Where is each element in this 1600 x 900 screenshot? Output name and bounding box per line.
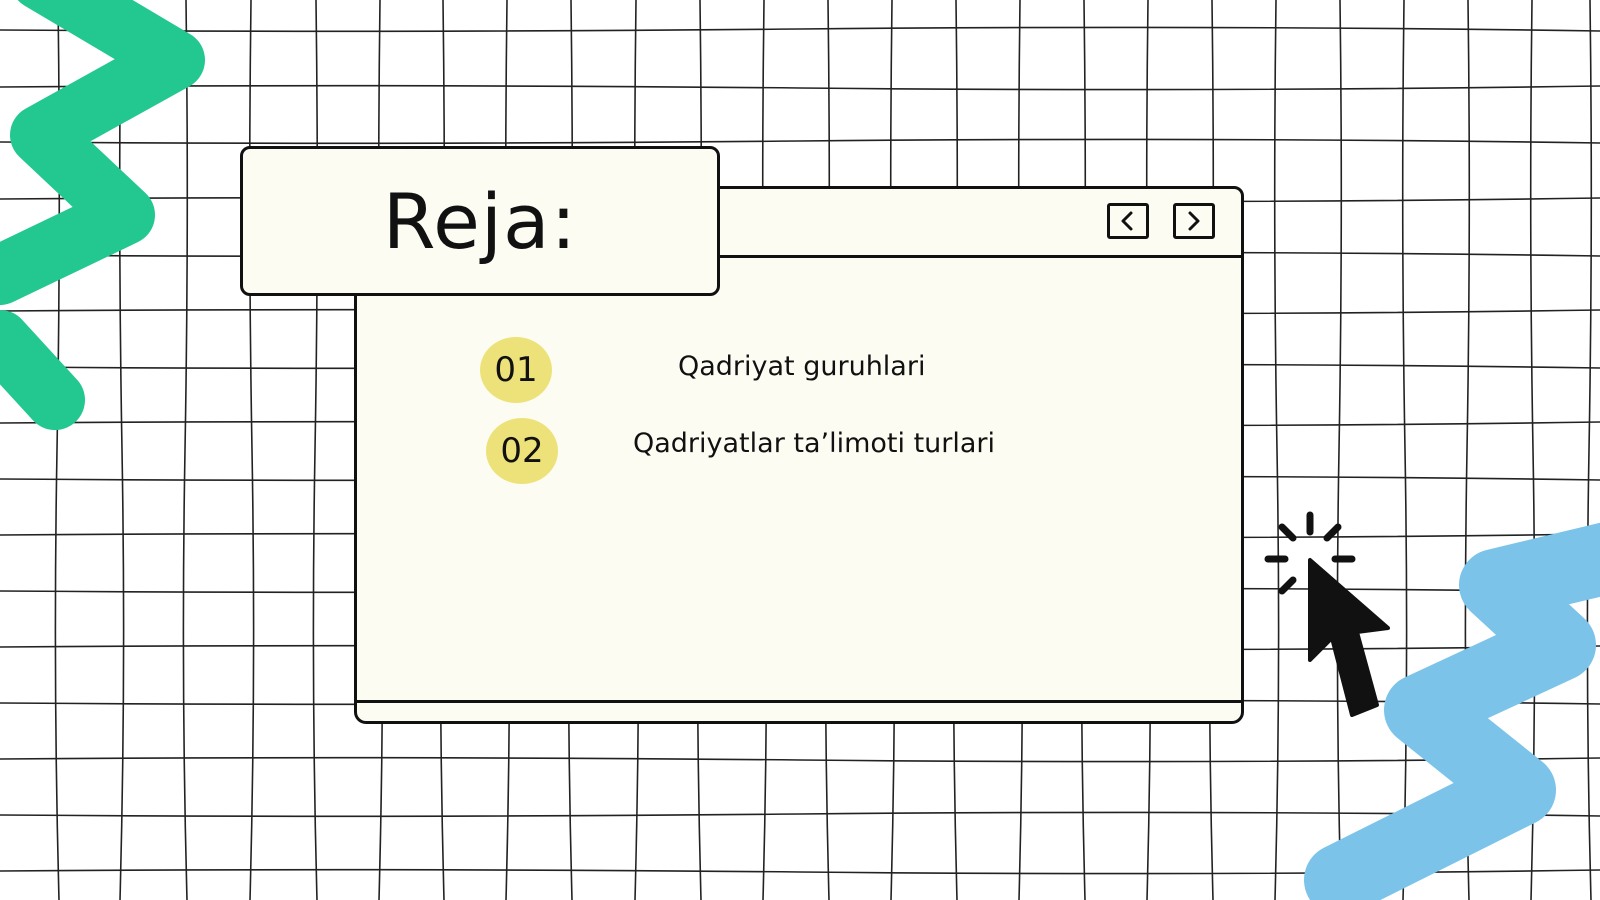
list-item-label-1: Qadriyat guruhlari	[678, 351, 926, 382]
slide-title: Reja:	[382, 176, 578, 266]
prev-button[interactable]	[1107, 203, 1149, 239]
number-badge-2: 02	[486, 418, 558, 484]
green-squiggle	[0, 0, 205, 430]
window-footer-divider	[357, 700, 1241, 703]
click-cursor-icon	[1260, 510, 1410, 740]
chevron-right-icon	[1188, 211, 1200, 231]
number-badge-1: 01	[480, 337, 552, 403]
chevron-left-icon	[1121, 211, 1133, 231]
window-header-divider	[357, 255, 1241, 258]
next-button[interactable]	[1173, 203, 1215, 239]
list-item-label-2: Qadriyatlar ta’limoti turlari	[633, 428, 996, 459]
blue-squiggle	[1304, 522, 1600, 900]
title-tab: Reja:	[240, 146, 720, 296]
